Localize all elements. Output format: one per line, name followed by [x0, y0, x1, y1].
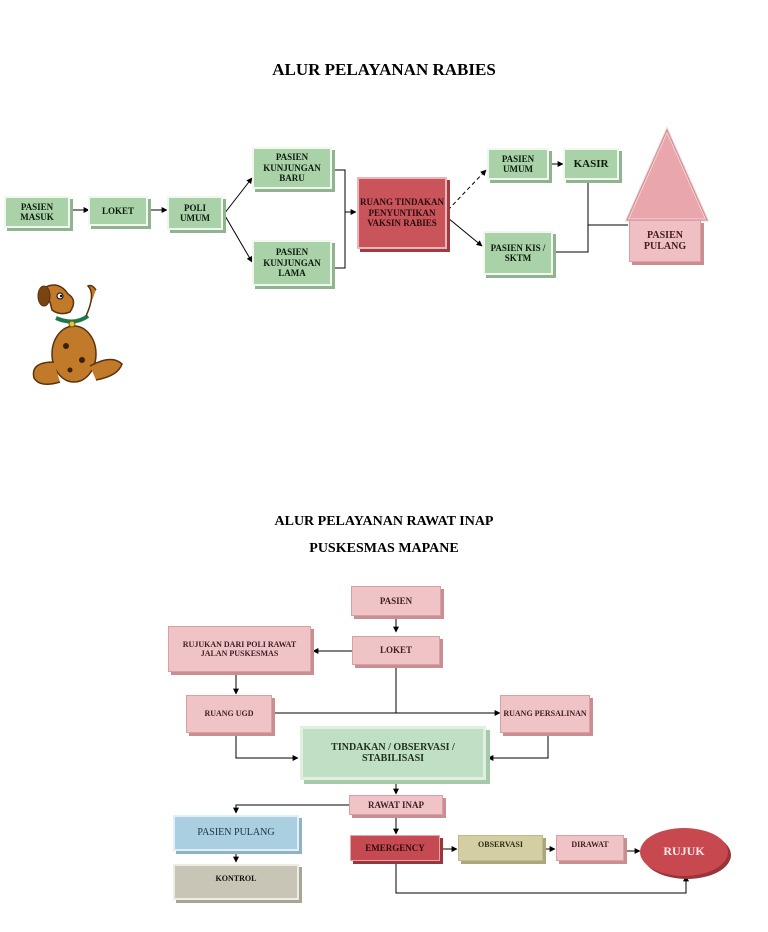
pasien-kis-box: PASIEN KIS / SKTM: [483, 231, 553, 275]
ruang-ugd-box: RUANG UGD: [186, 695, 272, 733]
rabies-title: ALUR PELAYANAN RABIES: [272, 60, 496, 79]
rawat-inap-title-line2: PUSKESMAS MAPANE: [309, 541, 459, 556]
ruang-persalinan-label: RUANG PERSALINAN: [503, 709, 587, 719]
emergency-label: EMERGENCY: [365, 842, 425, 853]
loket-label: LOKET: [101, 205, 134, 216]
rujukan-label: RUJUKAN DARI POLI RAWAT JALAN PUSKESMAS: [182, 639, 297, 658]
dirawat-label: DIRAWAT: [571, 840, 609, 849]
kunjungan-baru-box: PASIEN KUNJUNGAN BARU: [252, 147, 332, 189]
poli-umum-box: POLI UMUM: [167, 196, 223, 230]
ruang-ugd-label: RUANG UGD: [204, 709, 254, 719]
pasien-box: PASIEN: [351, 586, 441, 616]
kontrol-box: KONTROL: [173, 864, 299, 900]
rujuk-ellipse: RUJUK: [640, 828, 728, 876]
ruang-tindakan-box: RUANG TINDAKAN PENYUNTIKAN VAKSIN RABIES: [357, 177, 447, 249]
loket-box: LOKET: [88, 196, 148, 226]
pasien-pulang-rabies-label: PASIEN PULANG: [643, 229, 687, 253]
kunjungan-lama-label: PASIEN KUNJUNGAN LAMA: [263, 247, 321, 279]
tindakan-label: TINDAKAN / OBSERVASI / STABILISASI: [331, 741, 455, 765]
pasien-umum-label: PASIEN UMUM: [501, 153, 535, 174]
observasi-box: OBSERVASI: [458, 835, 543, 861]
pasien-masuk-box: PASIEN MASUK: [4, 196, 70, 228]
rawat-inap-title-line1: ALUR PELAYANAN RAWAT INAP: [274, 514, 494, 529]
pasien-label: PASIEN: [379, 595, 413, 606]
kasir-box: KASIR: [563, 148, 619, 180]
pasien-pulang-ri-box: PASIEN PULANG: [173, 815, 299, 851]
rawat-inap-box: RAWAT INAP: [349, 795, 443, 815]
kunjungan-lama-box: PASIEN KUNJUNGAN LAMA: [252, 240, 332, 286]
poli-umum-label: POLI UMUM: [180, 202, 210, 223]
kasir-label: KASIR: [573, 157, 609, 170]
tindakan-box: TINDAKAN / OBSERVASI / STABILISASI: [300, 726, 486, 780]
pasien-kis-label: PASIEN KIS / SKTM: [490, 242, 546, 263]
pasien-pulang-rabies-box: PASIEN PULANG: [629, 220, 701, 262]
rawat-inap-label: RAWAT INAP: [368, 799, 424, 810]
observasi-label: OBSERVASI: [478, 840, 523, 849]
emergency-box: EMERGENCY: [350, 835, 440, 861]
loket-ri-box: LOKET: [352, 636, 440, 665]
kontrol-label: KONTROL: [215, 874, 257, 883]
dirawat-box: DIRAWAT: [556, 835, 624, 861]
pasien-masuk-label: PASIEN MASUK: [20, 201, 54, 222]
kunjungan-baru-label: PASIEN KUNJUNGAN BARU: [263, 152, 321, 184]
ruang-persalinan-box: RUANG PERSALINAN: [500, 695, 590, 733]
rujuk-label: RUJUK: [663, 844, 705, 859]
pasien-pulang-ri-label: PASIEN PULANG: [197, 827, 275, 839]
rujukan-box: RUJUKAN DARI POLI RAWAT JALAN PUSKESMAS: [168, 626, 311, 672]
loket-ri-label: LOKET: [379, 645, 412, 656]
ruang-tindakan-label: RUANG TINDAKAN PENYUNTIKAN VAKSIN RABIES: [359, 197, 445, 229]
pasien-umum-box: PASIEN UMUM: [487, 148, 549, 180]
